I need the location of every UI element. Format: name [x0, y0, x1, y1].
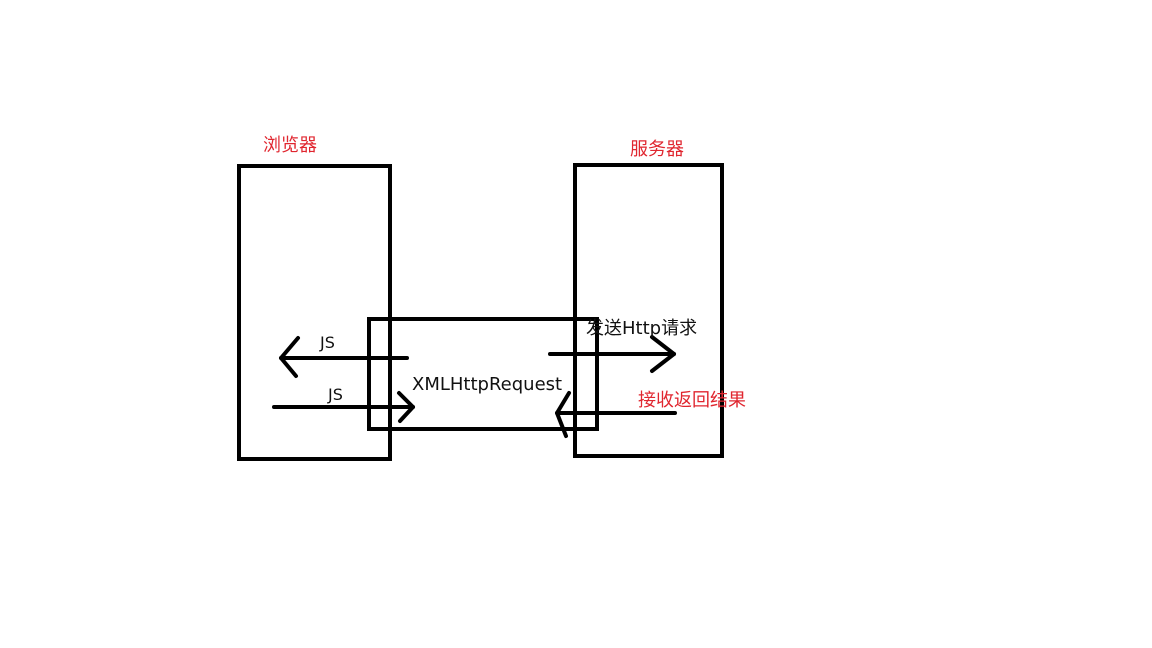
arrow-xhr-to-browser	[279, 336, 409, 378]
server-label: 服务器	[630, 139, 684, 160]
arrow-server-to-xhr	[555, 391, 677, 438]
browser-box	[237, 164, 392, 461]
arrow-browser-to-xhr	[272, 391, 415, 423]
receive-result-label: 接收返回结果	[638, 390, 746, 411]
arrow-xhr-to-server	[548, 335, 676, 373]
js-label-top: JS	[320, 333, 335, 352]
browser-label: 浏览器	[263, 135, 317, 156]
xhr-box	[367, 317, 599, 431]
server-box	[573, 163, 724, 458]
js-label-bottom: JS	[328, 385, 343, 404]
xhr-label: XMLHttpRequest	[412, 374, 563, 395]
send-request-label: 发送Http请求	[586, 318, 698, 339]
